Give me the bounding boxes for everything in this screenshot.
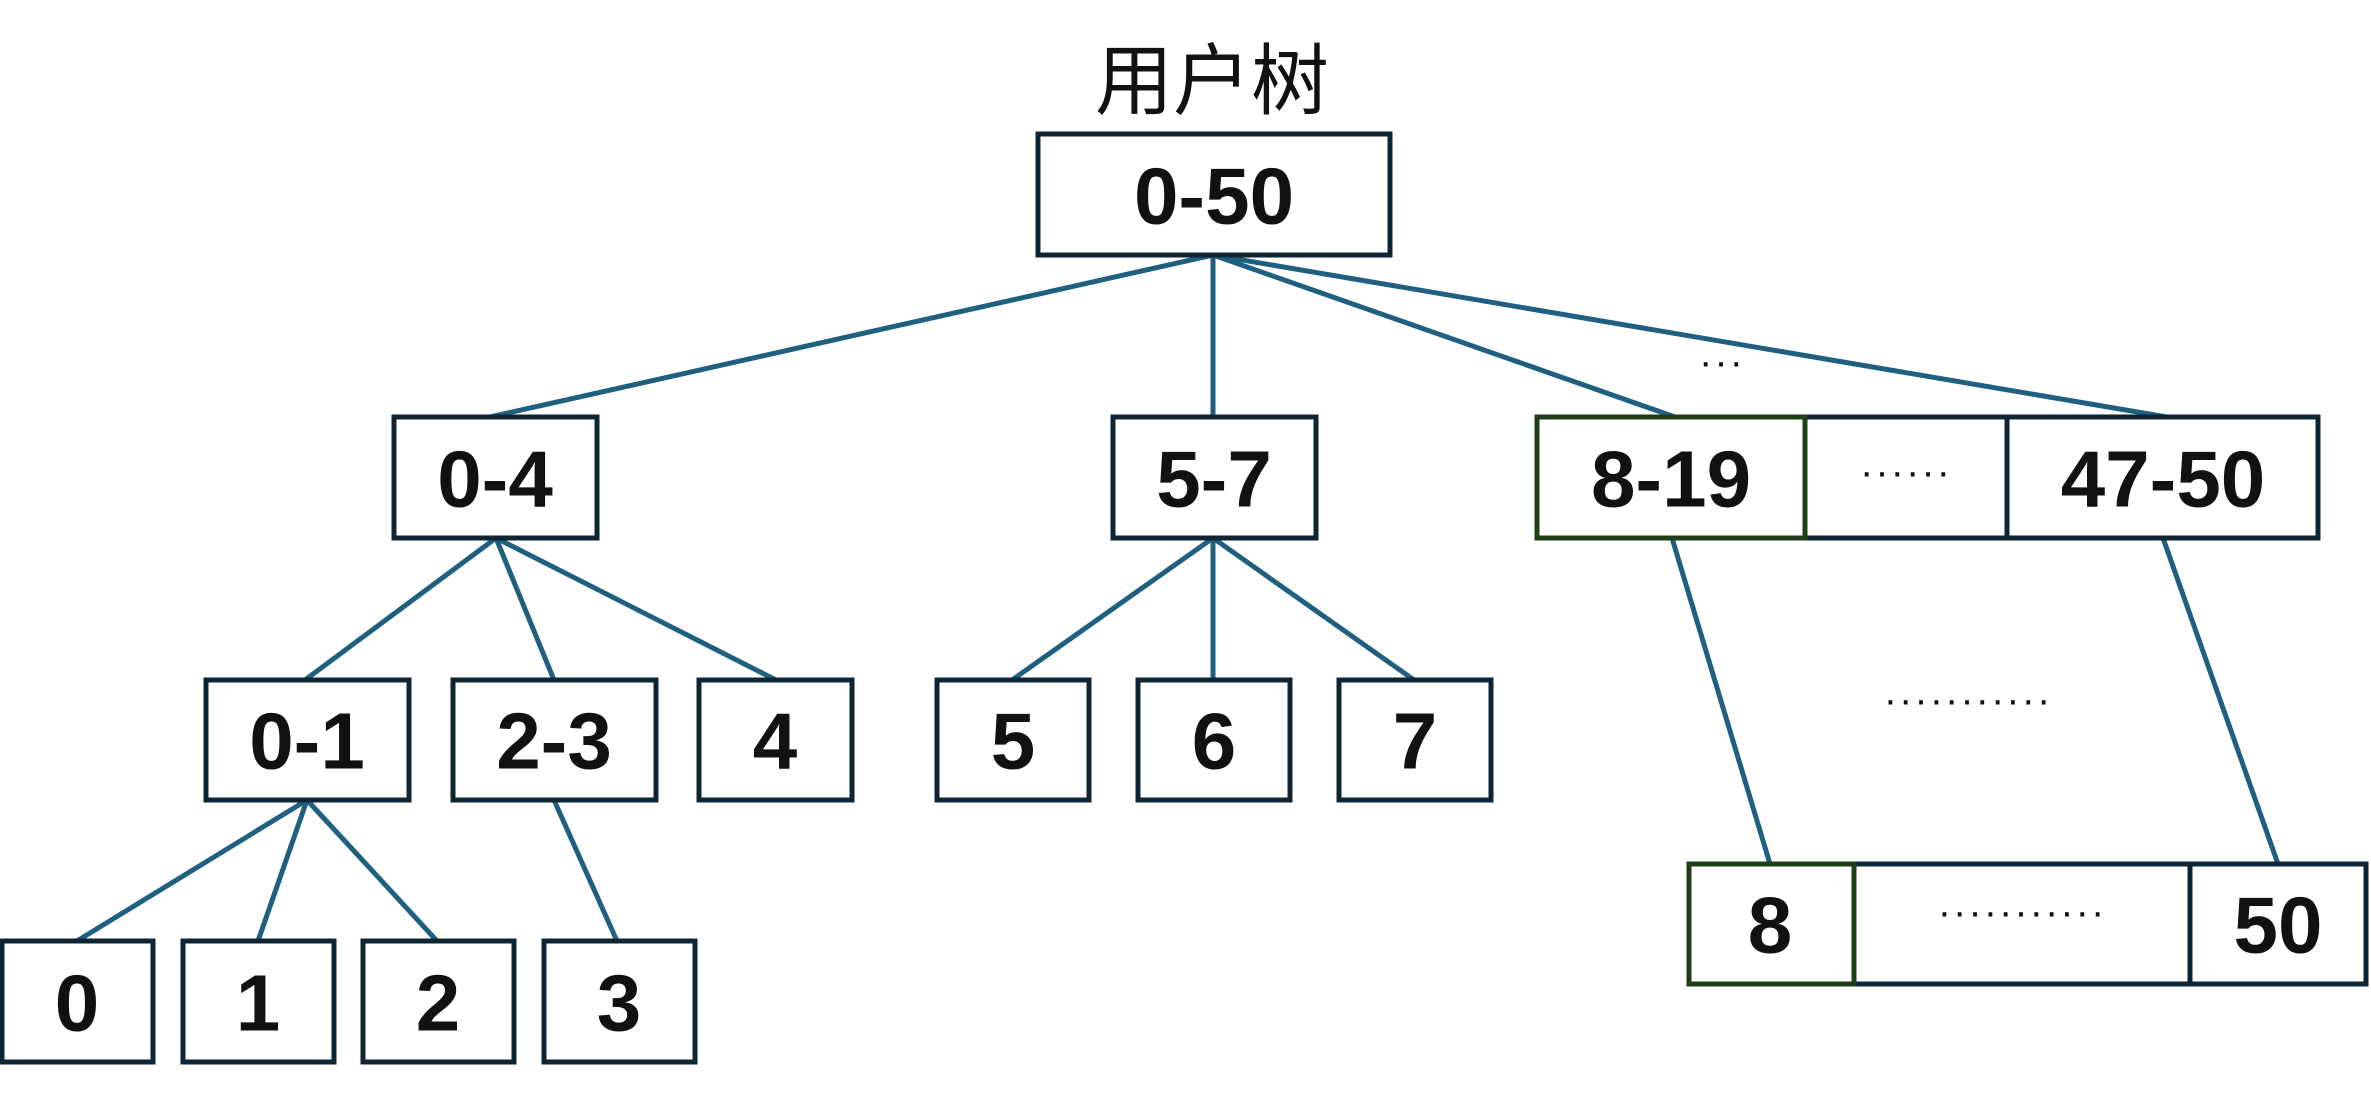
- node-5-7: 5-7: [1110, 414, 1319, 541]
- node-4-label: 4: [753, 697, 798, 786]
- diagram-title: 用户树: [1095, 37, 1329, 127]
- node-group-8-50: 8-19 ······ 47-50: [1534, 414, 2321, 541]
- edges: [75, 252, 2281, 944]
- leaf-3-label: 3: [597, 959, 642, 1048]
- node-7: 7: [1336, 677, 1494, 803]
- leaf-50-label: 50: [2234, 881, 2323, 970]
- leaf-50: [2187, 861, 2369, 987]
- edge-2-3-3: [551, 798, 620, 943]
- edge-0-4-4: [494, 535, 778, 683]
- node-4: 4: [696, 677, 855, 803]
- leaf-2: 2: [360, 938, 517, 1065]
- edge-root-47-50: [1212, 252, 2168, 420]
- leaf-2-label: 2: [416, 959, 461, 1048]
- node-5-label: 5: [991, 697, 1036, 786]
- leaf-1: 1: [180, 938, 337, 1065]
- node-47-50: [2004, 414, 2321, 541]
- node-0-4: 0-4: [391, 414, 600, 541]
- leaf-group-8-50: 8 ··········· 50: [1686, 861, 2369, 987]
- edge-0-1-1: [255, 799, 310, 942]
- edge-5-7-5: [1010, 535, 1215, 683]
- edge-root-8-19: [1212, 252, 1676, 420]
- node-5: 5: [934, 677, 1092, 803]
- row2-ellipsis: ······: [1860, 450, 1952, 494]
- node-root-label: 0-50: [1134, 152, 1294, 241]
- node-6-label: 6: [1192, 697, 1237, 786]
- leaf-8-label: 8: [1748, 881, 1793, 970]
- node-root: 0-50: [1035, 131, 1393, 258]
- node-7-label: 7: [1393, 697, 1438, 786]
- leaf-0-label: 0: [55, 959, 100, 1048]
- level2-gap-ellipsis: ···: [1699, 340, 1745, 384]
- leaf-3: 3: [541, 938, 698, 1065]
- leaf-8: [1686, 861, 1857, 987]
- edge-0-4-0-1: [303, 535, 498, 683]
- edge-root-0-4: [489, 252, 1214, 420]
- edge-0-4-2-3: [493, 537, 557, 681]
- edge-0-1-0: [75, 797, 309, 944]
- node-0-1: 0-1: [203, 677, 412, 803]
- node-0-4-label: 0-4: [437, 435, 553, 524]
- edge-47-50-50: [2160, 537, 2281, 865]
- node-8-19: [1534, 414, 1808, 541]
- leaf-1-label: 1: [236, 959, 281, 1048]
- node-2-3-label: 2-3: [496, 697, 612, 786]
- node-47-50-label: 47-50: [2061, 435, 2266, 524]
- edge-5-7-7: [1211, 535, 1416, 683]
- node-0-1-label: 0-1: [249, 697, 365, 786]
- edge-8-19-8: [1669, 537, 1773, 865]
- edge-0-1-2: [305, 798, 439, 943]
- node-2-3: 2-3: [450, 677, 659, 803]
- middle-gap-ellipsis: ···········: [1884, 678, 2053, 722]
- node-6: 6: [1135, 677, 1293, 803]
- leaf-ellipsis: ···········: [1938, 890, 2107, 934]
- node-5-7-label: 5-7: [1156, 435, 1272, 524]
- leaf-0: 0: [0, 938, 156, 1065]
- node-8-19-label: 8-19: [1591, 435, 1751, 524]
